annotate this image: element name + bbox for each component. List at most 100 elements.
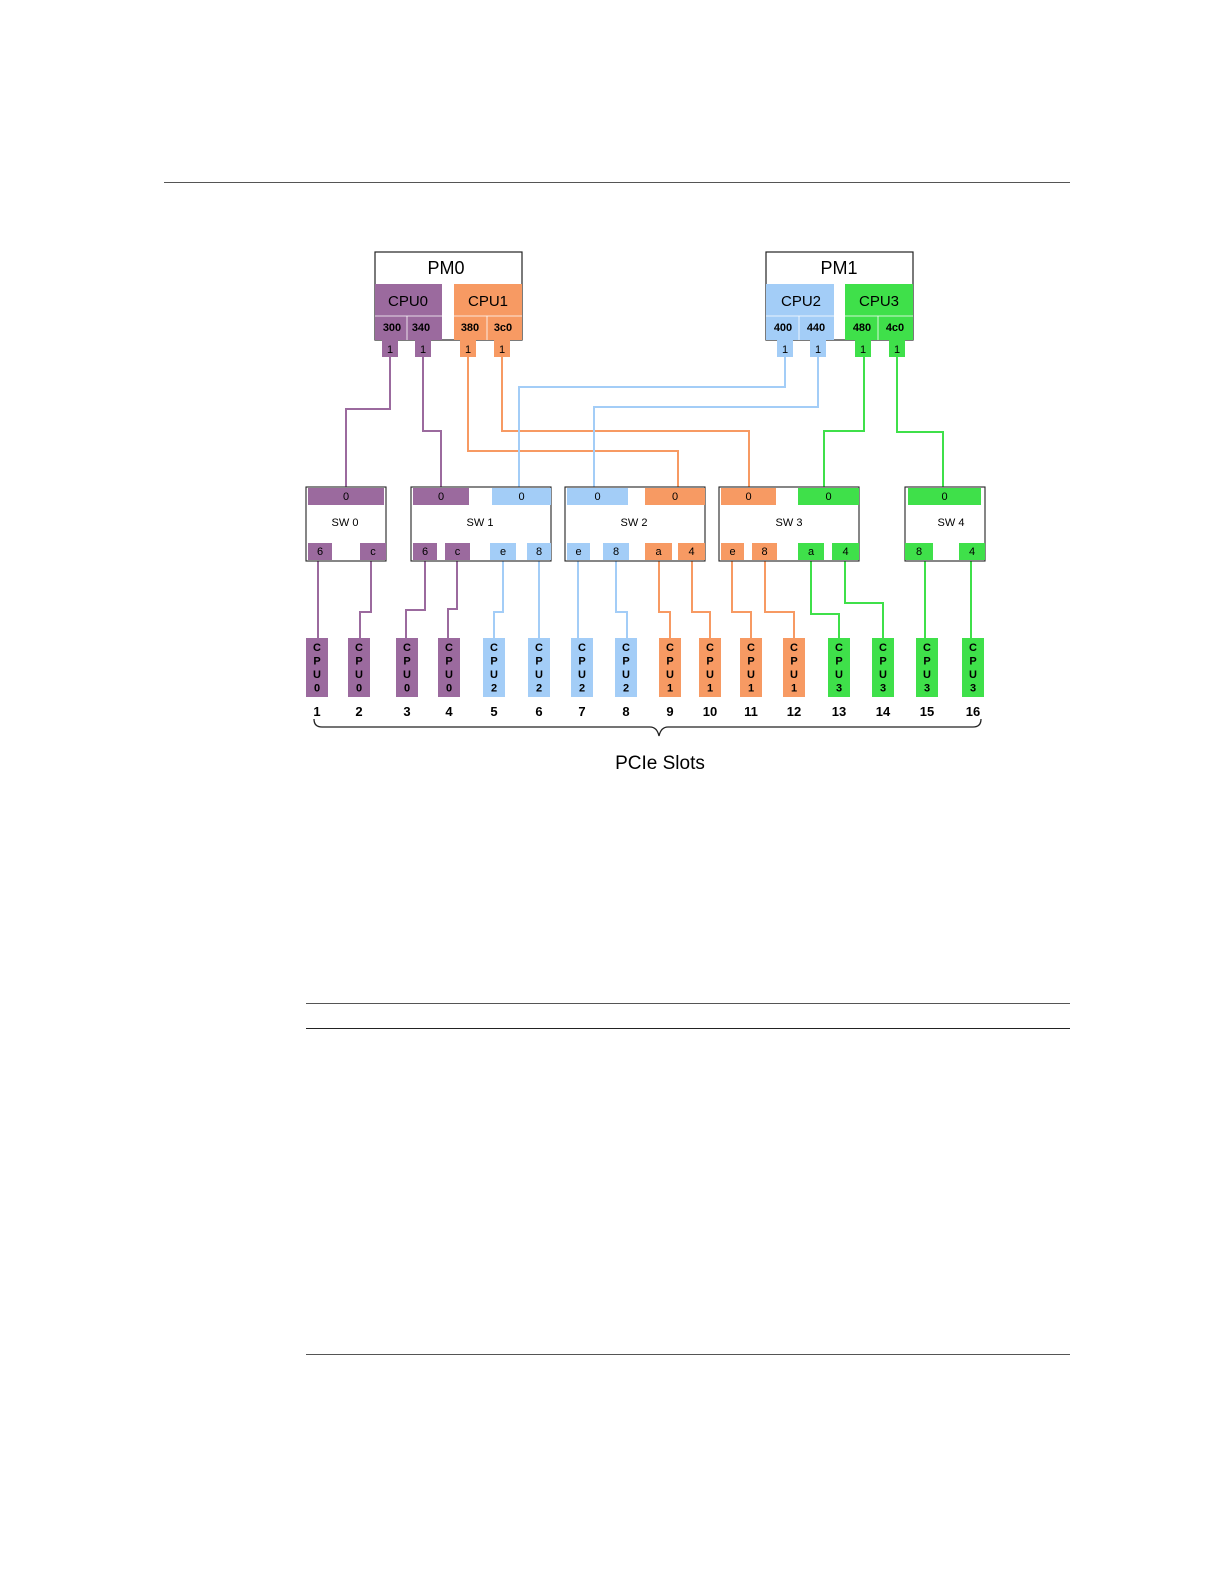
slot-cpu-letter: U <box>879 669 887 681</box>
switch-downlink-port <box>567 543 590 560</box>
pcie-link-wire <box>493 561 504 638</box>
pcie-link-wire <box>359 561 372 638</box>
slot-card <box>615 638 637 697</box>
slot-card <box>828 638 850 697</box>
root-link-label: 1 <box>465 344 471 356</box>
slot-cpu-letter: 3 <box>924 683 930 695</box>
slot-cpu-letter: C <box>622 642 630 654</box>
pcie-link-wire <box>422 357 442 487</box>
cpu2-port-400: 400 <box>774 322 792 334</box>
switch-uplink-label: 0 <box>825 491 831 503</box>
switch-downlink-port <box>832 543 859 560</box>
switch-uplink-port <box>567 488 628 505</box>
slot-cpu-letter: 1 <box>748 683 754 695</box>
slot-cpu-letter: C <box>706 642 714 654</box>
root-link-tab <box>855 340 871 357</box>
slot-number: 13 <box>832 704 846 719</box>
slot-card <box>659 638 681 697</box>
slot-cpu-letter: C <box>835 642 843 654</box>
switch-label: SW 0 <box>332 517 359 529</box>
switch-downlink-label: 4 <box>842 546 848 558</box>
pcie-link-wire <box>844 561 884 638</box>
slot-number: 12 <box>787 704 801 719</box>
slot-card <box>396 638 418 697</box>
root-link-label: 1 <box>860 344 866 356</box>
slot-number: 6 <box>535 704 542 719</box>
cpu0-label: CPU0 <box>388 293 428 310</box>
switch-downlink-port <box>959 543 985 560</box>
root-link-label: 1 <box>894 344 900 356</box>
slot-cpu-letter: 2 <box>623 683 629 695</box>
slots-brace <box>313 718 982 737</box>
switch-downlink-label: 4 <box>688 546 694 558</box>
cpu1-port-380: 380 <box>461 322 479 334</box>
switch-downlink-port <box>527 543 551 560</box>
slot-cpu-letter: 0 <box>314 683 320 695</box>
slot-card <box>438 638 460 697</box>
slot-cpu-letter: P <box>790 656 797 668</box>
cpu3-label: CPU3 <box>859 293 899 310</box>
slot-cpu-letter: C <box>403 642 411 654</box>
switch-downlink-label: e <box>729 546 735 558</box>
table-rule-bottom <box>306 1354 1070 1355</box>
slot-cpu-letter: P <box>578 656 585 668</box>
switch-uplink-port <box>721 488 776 505</box>
slot-card <box>483 638 505 697</box>
slot-cpu-letter: 2 <box>579 683 585 695</box>
switch-downlink-port <box>413 543 437 560</box>
switch-uplink-port <box>645 488 705 505</box>
pcie-link-wire <box>658 561 671 638</box>
switch-downlink-label: a <box>655 546 662 558</box>
switch-downlink-port <box>752 543 777 560</box>
table-rule-header <box>306 1028 1070 1029</box>
cpu3-port-480: 480 <box>853 322 871 334</box>
cpu1-label: CPU1 <box>468 293 508 310</box>
switch-downlink-label: c <box>455 546 461 558</box>
slot-cpu-letter: 2 <box>536 683 542 695</box>
switch-downlink-port <box>645 543 672 560</box>
root-link-tab <box>777 340 793 357</box>
root-link-tab <box>382 340 398 357</box>
slot-card <box>348 638 370 697</box>
slot-cpu-letter: P <box>622 656 629 668</box>
switch-downlink-label: 8 <box>536 546 542 558</box>
slot-number: 2 <box>355 704 362 719</box>
switch-downlink-port <box>905 543 933 560</box>
slot-cpu-letter: C <box>790 642 798 654</box>
switch-uplink-label: 0 <box>438 491 444 503</box>
switch-uplink-label: 0 <box>518 491 524 503</box>
cpu3-body <box>845 284 913 340</box>
slot-cpu-letter: P <box>879 656 886 668</box>
slot-number: 7 <box>578 704 585 719</box>
pcie-topology-diagram: PM0 CPU0 300 340 CPU1 380 3c0 PM1 CPU2 4… <box>305 251 986 774</box>
cpu3-block: CPU3 480 4c0 <box>845 284 913 340</box>
pcie-link-wire <box>518 357 786 487</box>
slot-cpu-letter: 2 <box>491 683 497 695</box>
slot-number: 1 <box>313 704 320 719</box>
switch-uplink-label: 0 <box>343 491 349 503</box>
root-link-tab <box>415 340 431 357</box>
slot-cpu-letter: P <box>747 656 754 668</box>
slot-cpu-letter: U <box>622 669 630 681</box>
switch-downlink-label: e <box>500 546 506 558</box>
switch-uplink-label: 0 <box>745 491 751 503</box>
slot-card <box>740 638 762 697</box>
slot-cpu-letter: P <box>313 656 320 668</box>
pcie-link-wire <box>731 561 752 638</box>
root-link-label: 1 <box>815 344 821 356</box>
switch-downlink-port <box>721 543 744 560</box>
switch-downlink-label: e <box>575 546 581 558</box>
slot-cpu-letter: C <box>666 642 674 654</box>
slot-cpu-letter: U <box>790 669 798 681</box>
slot-cpu-letter: C <box>490 642 498 654</box>
cpu1-port-3c0: 3c0 <box>494 322 512 334</box>
cpu1-block: CPU1 380 3c0 <box>454 284 522 340</box>
